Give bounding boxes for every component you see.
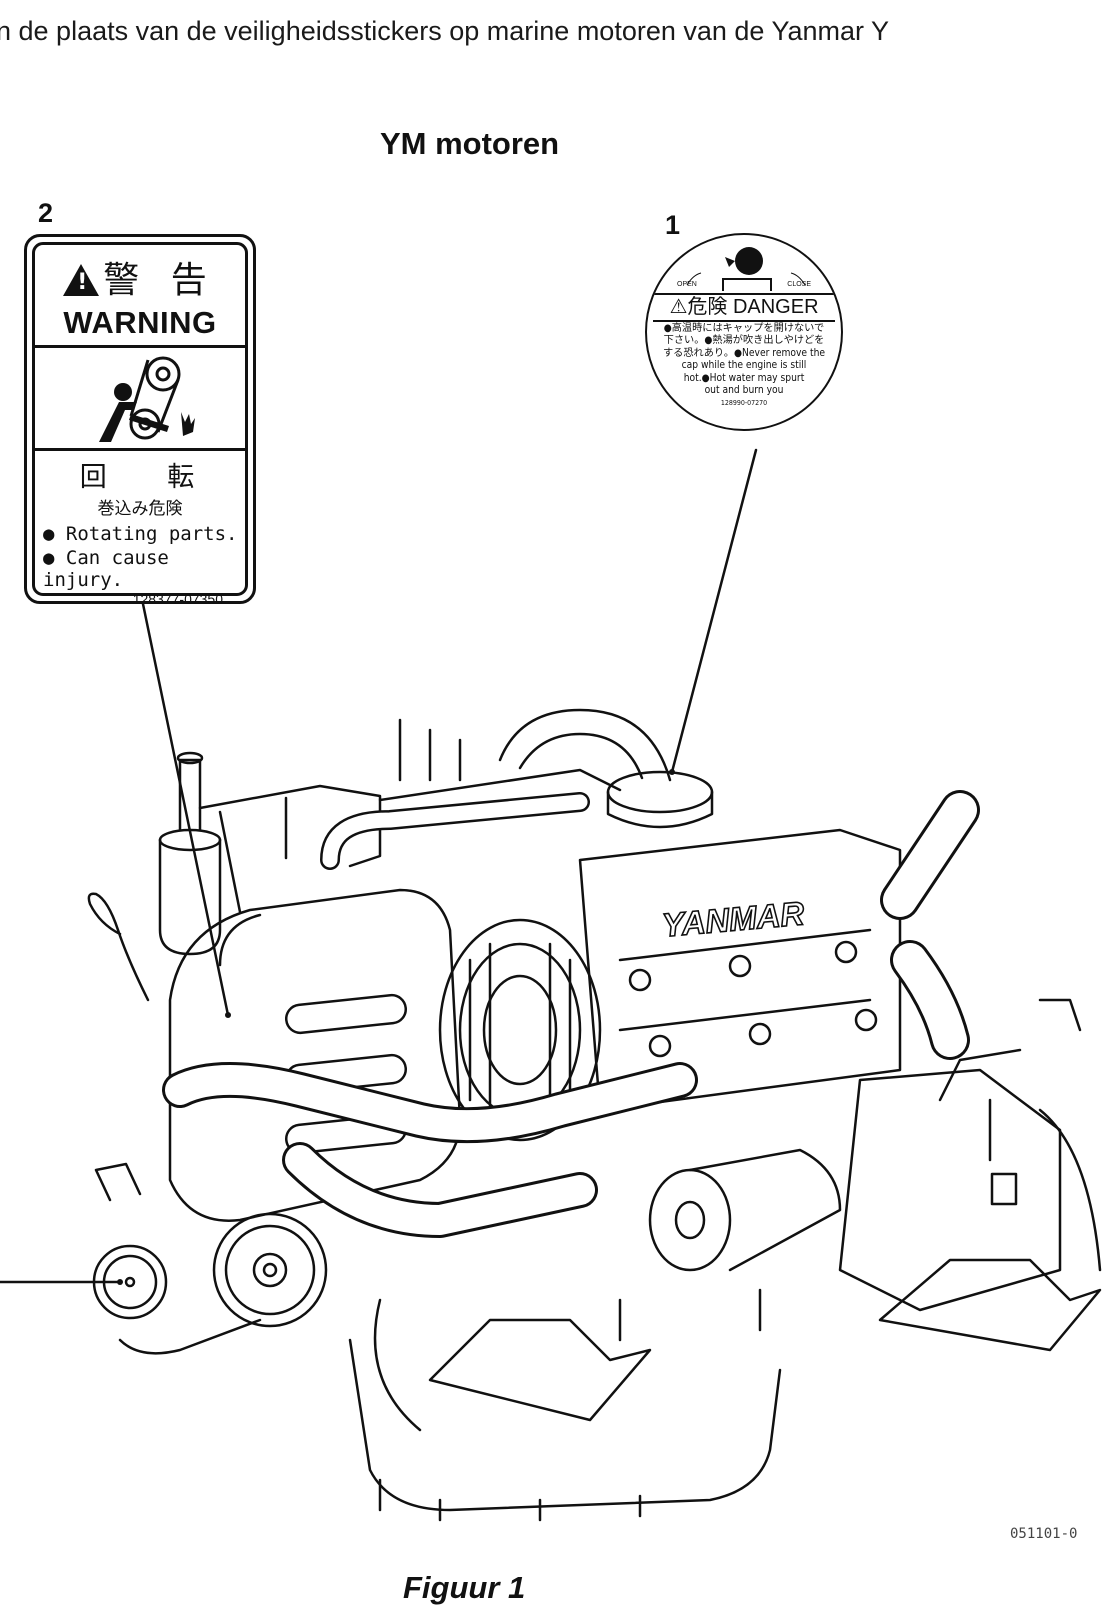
warning-code: 128377-07350 [132, 591, 223, 607]
warning-line-2: ● Can cause injury. [43, 547, 169, 591]
danger-line: hot.●Hot water may spurt [683, 372, 805, 384]
danger-sticker: OPEN CLOSE ⚠危険 DANGER ●高温時にはキャップを開けないで 下… [645, 233, 843, 431]
danger-code: 128990-07270 [720, 399, 768, 408]
danger-title: ⚠危険 DANGER [653, 293, 835, 322]
danger-line: ●高温時にはキャップを開けないで [663, 323, 825, 334]
warning-en-title: WARNING [63, 305, 217, 340]
warning-line-1: ● Rotating parts. [43, 523, 238, 545]
callout-number-2: 2 [38, 198, 54, 228]
warning-triangle-icon [63, 264, 100, 296]
intro-text: n de plaats van de veiligheidsstickers o… [0, 16, 890, 46]
leader-dot-2 [225, 1012, 231, 1018]
danger-close-label: CLOSE [787, 281, 811, 288]
leader-line-1 [670, 448, 758, 774]
figure-number: 051101-0 [1010, 1526, 1078, 1542]
danger-line: out and burn you [704, 385, 784, 397]
warning-sticker: 警 告 WARNING 回 転 巻込み危険 [24, 234, 256, 607]
danger-line: 下さい。●熱湯が吹き出しやけどを [663, 335, 825, 347]
warning-jp-hazard: 回 転 [79, 462, 221, 493]
radiator-cap-pictogram-icon [686, 247, 806, 291]
danger-open-label: OPEN [677, 281, 697, 288]
warning-jp-sub: 巻込み危険 [97, 499, 183, 519]
figure-caption: Figuur 1 [403, 1570, 526, 1605]
engine-brand: YANMAR [661, 894, 806, 943]
warning-jp-title: 警 告 [103, 260, 217, 301]
rotating-belt-pictogram-icon [35, 348, 245, 451]
danger-line: する恐れあり。●Never remove the [662, 347, 826, 359]
section-heading: YM motoren [380, 126, 560, 161]
leader-dot-1 [669, 769, 675, 775]
callout-number-1: 1 [665, 210, 681, 240]
danger-line: cap while the engine is still [681, 360, 807, 372]
leader-dot-3 [117, 1279, 123, 1285]
